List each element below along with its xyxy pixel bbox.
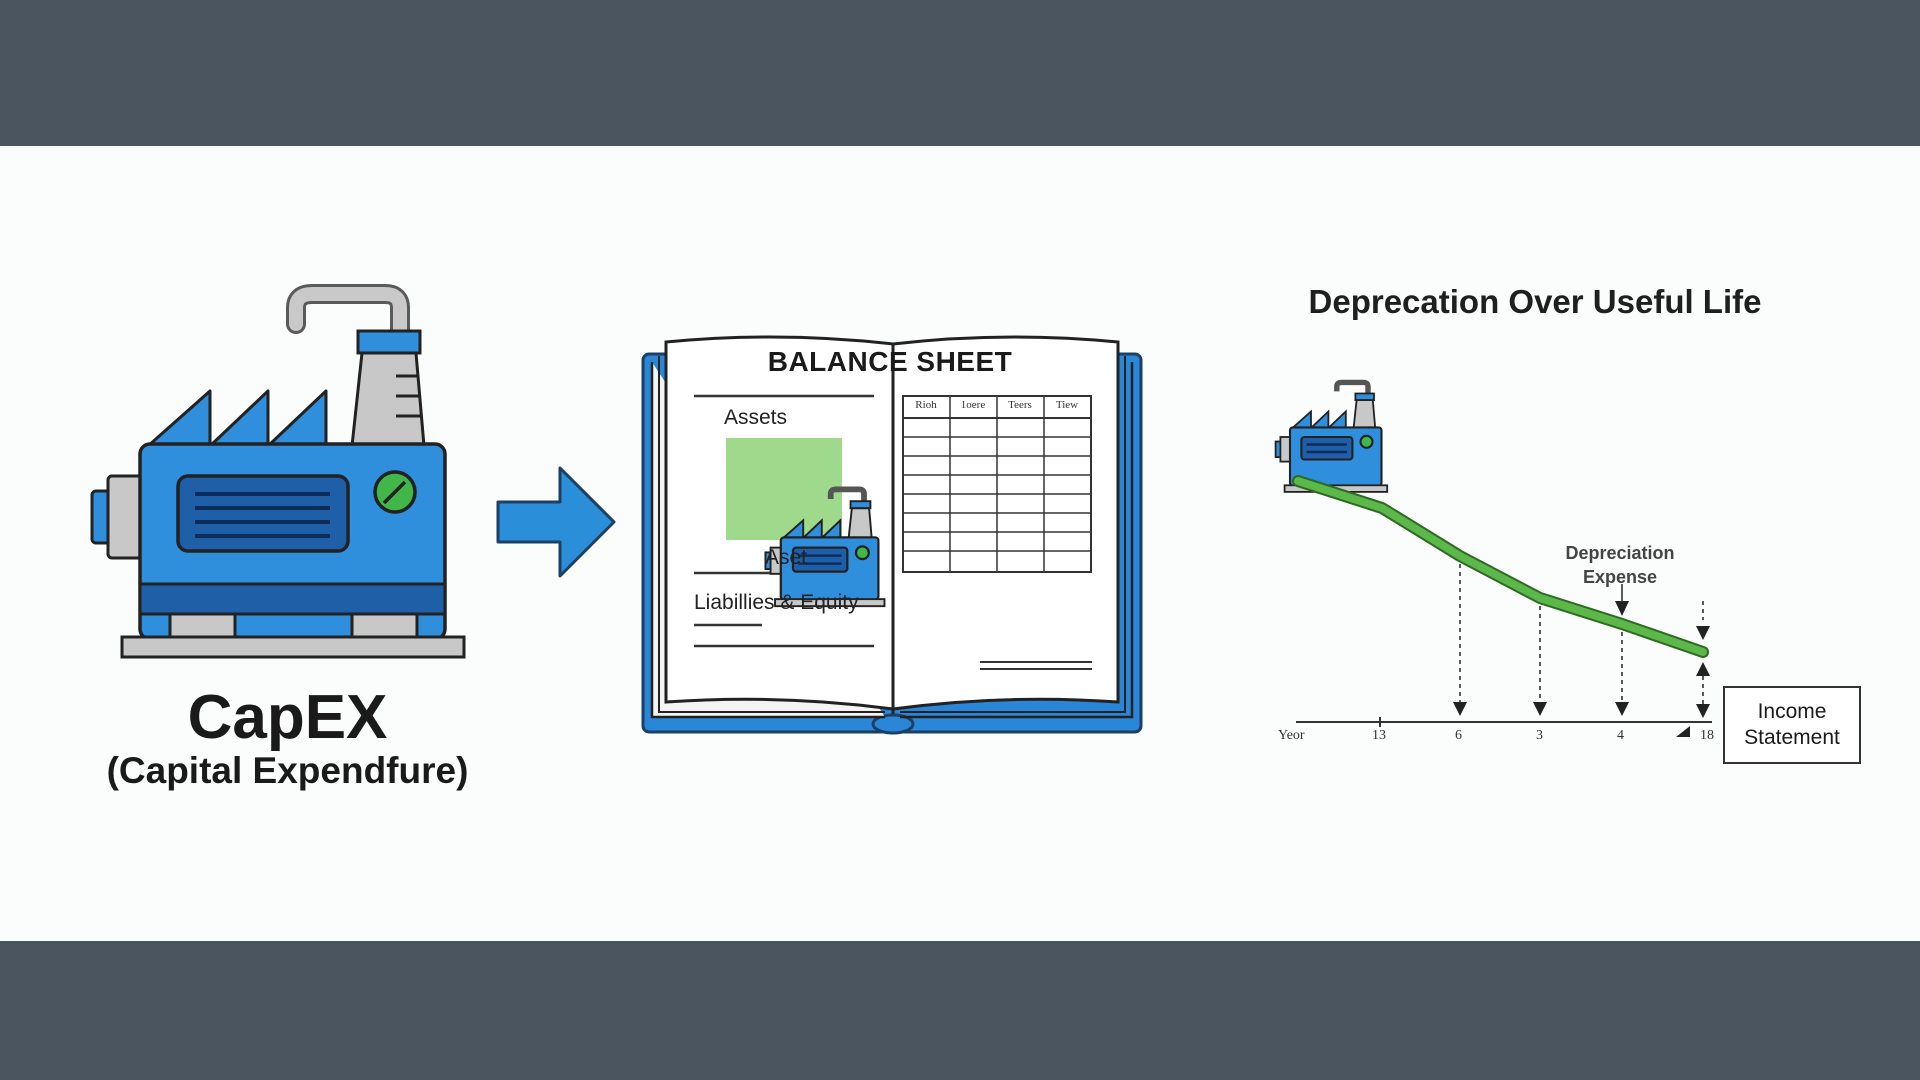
table-column-header: Tiew [1055,399,1079,411]
flow-arrow-icon [496,466,616,578]
factory-machine-icon [90,284,466,659]
table-column-header: 1oere [960,399,986,411]
depreciation-expense-line2: Expense [1582,567,1658,587]
balance-sheet-title: BALANCE SHEET [767,346,1013,377]
table-column-header: Rioh [915,399,937,411]
diagram-graphics [90,284,1712,737]
income-statement-box: Income Statement [1723,686,1861,764]
balance-sheet-table [902,395,1092,573]
small-machine-icon [1274,379,1389,493]
x-tick-label: 3 [1536,728,1543,743]
bottom-band [0,941,1920,1080]
depreciation-expense-line1: Depreciation [1565,543,1675,563]
top-band [0,0,1920,146]
income-statement-line2: Statement [1744,726,1840,749]
depreciation-chart [1274,379,1712,737]
assets-label: Assets [724,406,788,429]
capex-title: CapEX [187,683,388,752]
liabilities-equity-label: Liabillies & Equity [694,591,859,614]
asset-label: Aset [764,546,808,569]
asset-image-background [726,438,842,540]
diagram-canvas: CapEX (Capital Expendfure) BALANCE SHEET… [0,146,1920,941]
balance-sheet-book-icon [641,335,1143,735]
x-tick-label: 4 [1617,728,1624,743]
depreciation-title: Deprecation Over Useful Life [1308,283,1762,320]
x-axis-label: Yeor [1278,728,1305,743]
table-column-header: Teers [1008,399,1032,411]
income-statement-line1: Income [1757,700,1827,723]
capex-subtitle: (Capital Expendfure) [106,750,469,791]
x-tick-label: 13 [1372,728,1386,743]
x-tick-label: 18 [1700,728,1714,743]
depreciation-expense-label: Depreciation Expense [1540,541,1700,589]
x-tick-label: 6 [1455,728,1462,743]
